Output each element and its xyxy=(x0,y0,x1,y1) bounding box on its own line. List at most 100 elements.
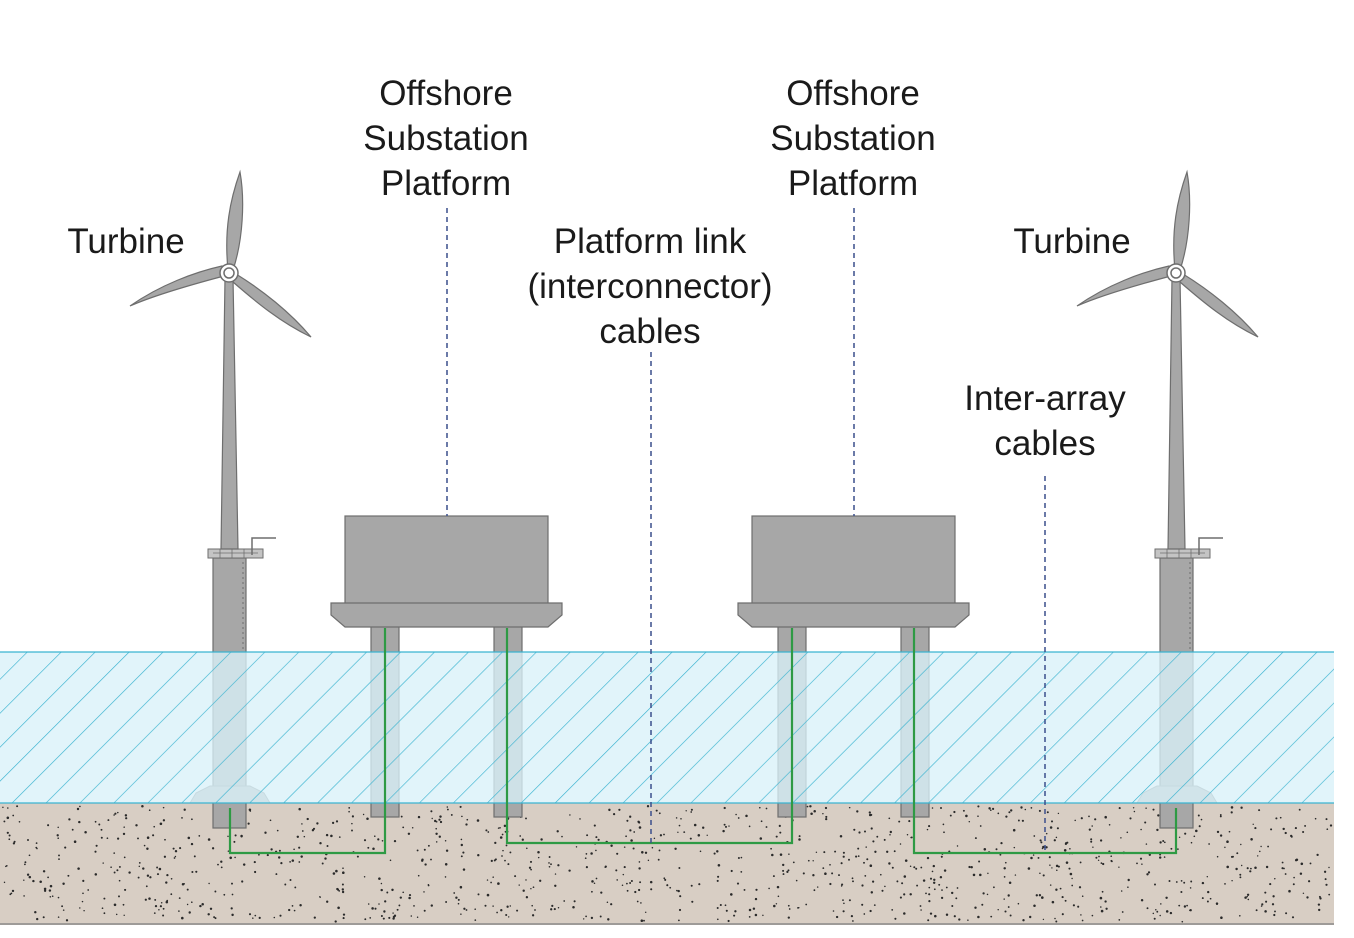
seabed-speck xyxy=(138,862,141,864)
seabed-speck xyxy=(299,904,302,907)
seabed-speck xyxy=(477,854,480,857)
seabed-speck xyxy=(1007,906,1010,908)
seabed-speck xyxy=(113,903,117,907)
seabed-speck xyxy=(110,866,112,868)
seabed-speck xyxy=(170,877,173,880)
seabed-speck xyxy=(1298,808,1301,811)
seabed-speck xyxy=(932,881,936,885)
seabed-speck xyxy=(537,851,540,854)
seabed-speck xyxy=(999,853,1002,856)
seabed-speck xyxy=(125,817,128,820)
seabed-speck xyxy=(3,881,6,884)
seabed-speck xyxy=(23,879,25,881)
seabed-speck xyxy=(337,906,340,910)
seabed-speck xyxy=(298,846,301,849)
seabed-speck xyxy=(187,836,191,840)
seabed-speck xyxy=(416,916,419,919)
seabed-speck xyxy=(1046,811,1049,814)
seabed-speck xyxy=(82,879,85,883)
seabed-speck xyxy=(735,813,737,816)
seabed-speck xyxy=(83,909,85,912)
seabed-speck xyxy=(13,840,16,843)
seabed-speck xyxy=(1295,858,1299,861)
seabed-speck xyxy=(1120,890,1123,892)
seabed-speck xyxy=(1284,831,1287,835)
seabed-speck xyxy=(1200,818,1203,821)
seabed-speck xyxy=(1099,906,1102,908)
seabed-speck xyxy=(62,909,65,911)
seabed-speck xyxy=(842,910,845,913)
seabed-speck xyxy=(1201,881,1205,885)
seabed-speck xyxy=(851,877,854,880)
seabed-speck xyxy=(227,835,229,838)
seabed-speck xyxy=(487,831,490,833)
seabed-speck xyxy=(874,850,877,853)
seabed-speck xyxy=(610,844,613,848)
seabed-speck xyxy=(57,826,59,829)
seabed-speck xyxy=(306,817,309,821)
seabed-speck xyxy=(590,916,594,920)
seabed-speck xyxy=(1041,896,1044,899)
seabed-speck xyxy=(1081,919,1084,922)
seabed-speck xyxy=(928,886,931,889)
seabed-speck xyxy=(855,855,858,858)
seabed-speck xyxy=(1244,896,1247,899)
seabed-speck xyxy=(1127,878,1130,882)
seabed-speck xyxy=(334,920,337,923)
seabed-speck xyxy=(724,825,728,828)
seabed-speck xyxy=(649,880,653,884)
seabed-speck xyxy=(929,877,933,880)
seabed-speck xyxy=(1156,828,1159,832)
seabed-speck xyxy=(629,815,632,818)
seabed-speck xyxy=(163,855,167,858)
seabed-speck xyxy=(955,897,958,900)
seabed-speck xyxy=(382,917,385,920)
seabed-speck xyxy=(626,882,628,885)
seabed-speck xyxy=(1300,862,1304,866)
seabed-speck xyxy=(367,903,370,905)
seabed-speck xyxy=(754,897,758,901)
seabed-speck xyxy=(1226,840,1229,843)
seabed-speck xyxy=(787,904,790,907)
seabed-speck xyxy=(950,891,954,895)
seabed-speck xyxy=(806,805,809,808)
seabed-speck xyxy=(303,835,306,838)
seabed-speck xyxy=(822,867,825,869)
seabed-speck xyxy=(853,828,856,831)
seabed-speck xyxy=(388,916,391,919)
seabed-speck xyxy=(1014,874,1017,876)
seabed-speck xyxy=(1240,843,1242,846)
seabed-speck xyxy=(229,856,232,860)
seabed-speck xyxy=(351,829,353,832)
seabed-speck xyxy=(439,815,442,818)
seabed-speck xyxy=(779,831,782,834)
seabed-speck xyxy=(408,896,411,900)
seabed-speck xyxy=(615,869,618,872)
seabed-speck xyxy=(1045,832,1048,835)
seabed-speck xyxy=(26,873,30,876)
seabed-speck xyxy=(758,806,761,809)
seabed-speck xyxy=(995,848,998,851)
seabed-speck xyxy=(913,866,916,869)
seabed-speck xyxy=(1230,811,1233,814)
seabed-speck xyxy=(861,884,864,887)
seabed-speck xyxy=(949,814,952,817)
turbine-left-label: Turbine xyxy=(67,222,185,261)
seabed-speck xyxy=(1097,859,1100,862)
seabed-speck xyxy=(863,913,866,915)
seabed-speck xyxy=(431,817,433,820)
seabed-speck xyxy=(27,839,29,841)
seabed-speck xyxy=(1000,841,1003,845)
seabed-speck xyxy=(786,870,789,874)
seabed-speck xyxy=(173,857,176,859)
seabed-speck xyxy=(812,860,814,862)
seabed-speck xyxy=(159,822,163,826)
seabed-speck xyxy=(722,829,725,833)
seabed-speck xyxy=(933,878,936,881)
seabed-speck xyxy=(689,837,692,840)
seabed-speck xyxy=(117,837,120,840)
seabed-speck xyxy=(556,830,559,833)
seabed-speck xyxy=(1235,867,1238,871)
seabed-speck xyxy=(863,830,867,833)
